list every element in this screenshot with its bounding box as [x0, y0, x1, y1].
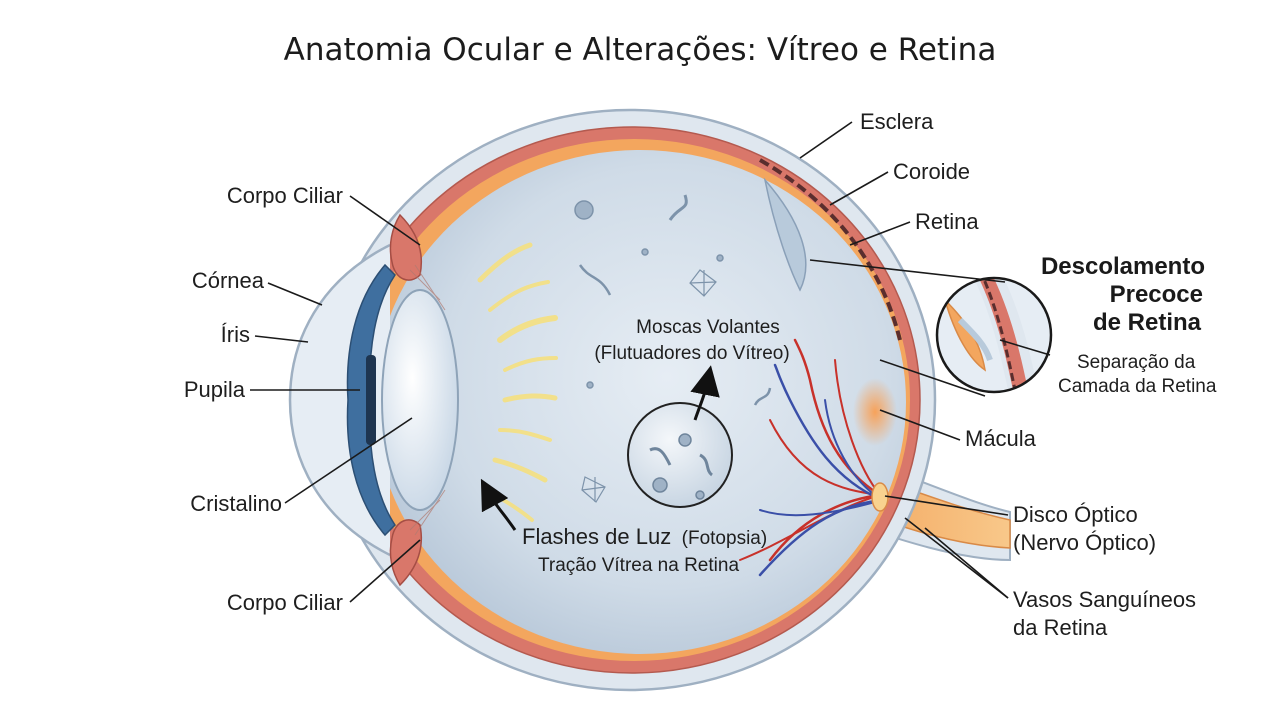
leader-lines	[250, 121, 1051, 603]
iris-band	[346, 263, 396, 537]
label-iris: Íris	[221, 322, 250, 347]
detachment-bulge	[763, 177, 807, 292]
label-corpo-ciliar-top: Corpo Ciliar	[227, 183, 343, 208]
floaters	[574, 194, 772, 503]
page-title: Anatomia Ocular e Alterações: Vítreo e R…	[284, 32, 997, 68]
floaters-label-2: (Flutuadores do Vítreo)	[594, 343, 789, 364]
label-coroide: Coroide	[893, 159, 970, 184]
retinal-vessels	[739, 338, 884, 577]
floaters-arrow	[690, 365, 720, 421]
label-pupila: Pupila	[184, 377, 246, 402]
label-cornea: Córnea	[192, 268, 265, 293]
label-disco-optico-1: Disco Óptico	[1013, 502, 1138, 527]
flashes-arrow	[480, 478, 517, 531]
floaters-label-1: Moscas Volantes	[636, 317, 780, 338]
lens	[381, 289, 459, 511]
detachment-heading-2: Precoce	[1110, 281, 1203, 308]
floaters-magnified	[627, 402, 733, 508]
flashes-label-1: Flashes de Luz (Fotopsia)	[522, 524, 767, 549]
photopsia-flashes	[477, 242, 558, 522]
detachment-sub-1: Separação da	[1077, 352, 1196, 373]
label-vasos-1: Vasos Sanguíneos	[1013, 587, 1196, 612]
ciliary-body-top	[389, 213, 422, 281]
optic-disc	[871, 482, 889, 512]
label-macula: Mácula	[965, 426, 1037, 451]
label-disco-optico-2: (Nervo Óptico)	[1013, 530, 1156, 555]
detachment-heading-3: de Retina	[1093, 309, 1202, 336]
label-vasos-2: da Retina	[1013, 615, 1108, 640]
detachment-heading-1: Descolamento	[1041, 253, 1205, 280]
label-corpo-ciliar-bottom: Corpo Ciliar	[227, 590, 343, 615]
vitreous-body	[374, 150, 906, 654]
detachment-detail	[935, 276, 1053, 394]
flashes-label-2: Tração Vítrea na Retina	[538, 555, 739, 576]
macula-spot	[853, 378, 897, 446]
label-cristalino: Cristalino	[190, 491, 282, 516]
pupil-gap	[366, 355, 376, 445]
label-esclera: Esclera	[860, 109, 934, 134]
detachment-sub-2: Camada da Retina	[1058, 376, 1217, 397]
label-retina: Retina	[915, 209, 979, 234]
